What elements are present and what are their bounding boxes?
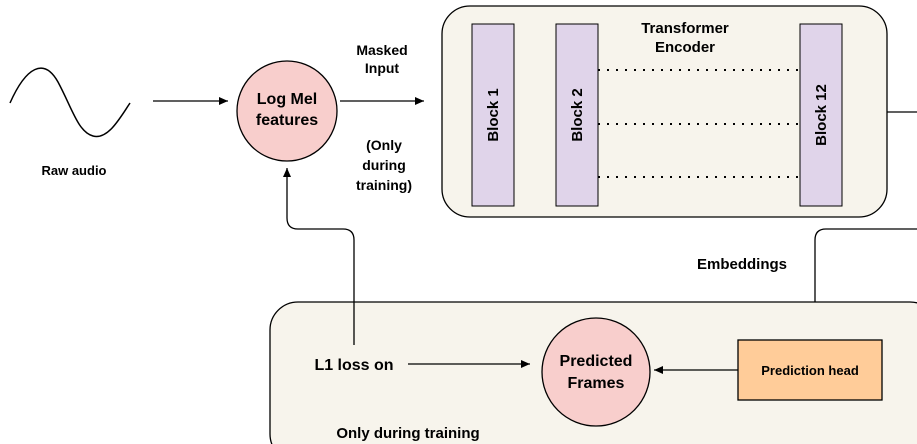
prediction-head-label: Prediction head	[761, 363, 859, 378]
l1-loss-label: L1 loss on	[314, 357, 393, 374]
masked-input-line2: Input	[365, 60, 400, 76]
masked-input-line1: Masked	[356, 42, 407, 58]
training-panel-caption: Only during training	[336, 425, 479, 442]
encoder-title-line2: Encoder	[655, 39, 715, 56]
encoder-block-12	[799, 23, 843, 207]
training-note-line1: (Only	[366, 137, 402, 153]
encoder-block-12-label: Block 12	[813, 84, 830, 146]
log-mel-features-node	[236, 60, 338, 162]
encoder-block-2	[555, 23, 599, 207]
training-note-line2: during	[362, 157, 406, 173]
log-mel-line1: Log Mel	[257, 91, 317, 108]
raw-audio-label: Raw audio	[41, 163, 106, 178]
encoder-block-2-label: Block 2	[569, 88, 586, 141]
encoder-block-1	[471, 23, 515, 207]
encoder-block-1-label: Block 1	[485, 88, 502, 141]
embeddings-connector	[811, 228, 917, 328]
embeddings-label: Embeddings	[697, 256, 787, 273]
raw-audio-waveform-icon	[9, 67, 131, 138]
loss-feedback-connector	[283, 168, 355, 345]
predicted-frames-node	[541, 317, 651, 427]
training-note-line3: training)	[356, 177, 412, 193]
prediction-head-node	[737, 339, 883, 401]
predicted-frames-line1: Predicted	[560, 353, 633, 370]
encoder-title-line1: Transformer	[641, 20, 729, 37]
log-mel-line2: features	[256, 112, 318, 129]
predicted-frames-line2: Frames	[568, 375, 625, 392]
